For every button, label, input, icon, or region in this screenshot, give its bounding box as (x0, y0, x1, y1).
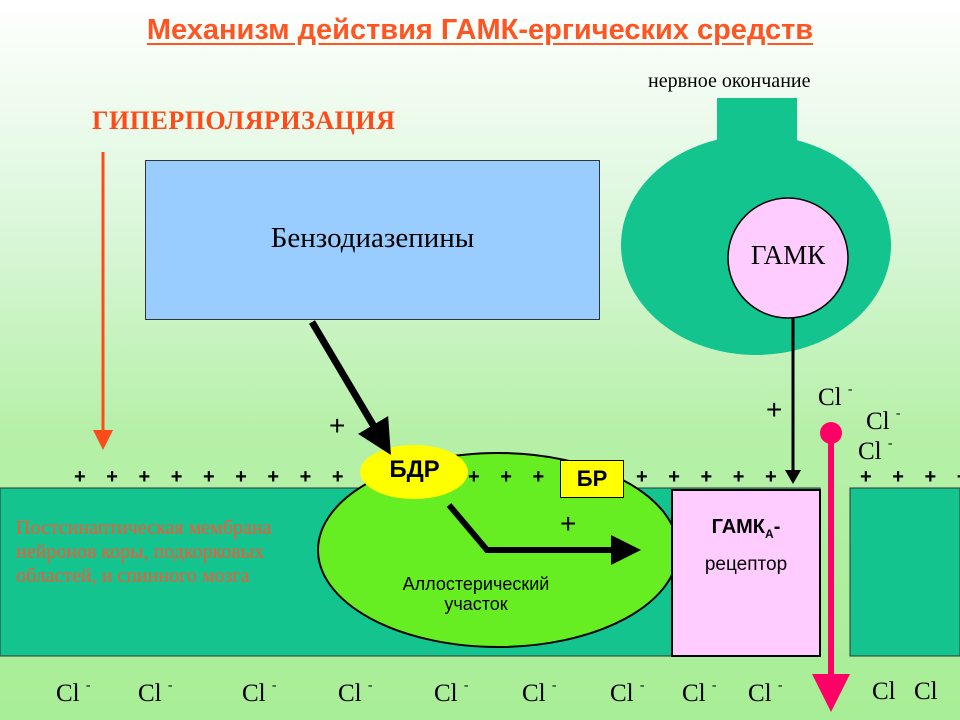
hyperpolarization-label: ГИПЕРПОЛЯРИЗАЦИЯ (92, 106, 396, 135)
receptor-title-dash: - (773, 516, 781, 538)
bdr-label: БДР (389, 456, 440, 483)
receptor-title-subscript: А (765, 527, 774, 541)
charges-right: + + + + + + + + + + + + + + + + + + + + … (636, 466, 786, 488)
gaba-to-receptor-arrow-head (785, 470, 801, 484)
gaba-label: ГАМК (750, 240, 826, 270)
allosteric-label: Аллостерический участок (376, 574, 576, 614)
gaba-circle (727, 197, 849, 319)
receptor-title-main: ГАМК (711, 516, 766, 538)
benzo-to-bdr-arrow (308, 320, 391, 456)
membrane-description: Постсинаптическая мембрана нейронов коры… (16, 517, 272, 587)
cl-ion-bottom-1: Cl - (56, 678, 91, 707)
cl-ion-bottom-3: Cl - (242, 678, 277, 707)
charges-mid: + + + + + + + + + + + + + + + + + + + + … (468, 466, 558, 488)
nerve-ending-label: нервное окончание (648, 70, 811, 92)
cl-ion-bottom-4: Cl - (338, 678, 373, 707)
cl-ion-top-2: Cl - (866, 406, 901, 435)
plus-bdr: + (560, 508, 577, 539)
receptor-title: ГАМКА- (672, 516, 820, 541)
cl-ion-bottom-6: Cl - (522, 678, 557, 707)
bdr-to-receptor-arrow (446, 503, 641, 565)
allosteric-label-line2: участок (444, 594, 508, 614)
hyperpolarization-arrow-head (93, 430, 113, 450)
benzodiazepines-box (145, 160, 600, 320)
page-title: Механизм действия ГАМК-ергических средст… (146, 14, 814, 46)
plus-benzo: + (329, 410, 346, 441)
membrane-right (849, 487, 960, 657)
cl-ion-bottom-11: Cl (914, 678, 938, 705)
bdr-ellipse (360, 445, 468, 499)
charges-left-clip: + + + + + + + + + + + + + + + + + + + + … (74, 0, 360, 720)
plus-gaba: + (766, 394, 783, 425)
br-box: БР (560, 460, 624, 498)
benzodiazepines-label: Бензодиазепины (270, 222, 475, 254)
gaba-a-receptor (671, 489, 821, 657)
cl-ion-top-3: Cl - (858, 436, 893, 465)
charges-far-right: + + + + + + + + + + + + + + + + + + + + … (860, 466, 960, 488)
cl-ion-bottom-5: Cl - (434, 678, 469, 707)
charges-mid-clip: + + + + + + + + + + + + + + + + + + + + … (468, 0, 558, 720)
cl-ion-bottom-8: Cl - (682, 678, 717, 707)
charges-right-clip: + + + + + + + + + + + + + + + + + + + + … (636, 0, 786, 720)
cl-ion-bottom-9: Cl - (748, 678, 783, 707)
charges-far-clip: + + + + + + + + + + + + + + + + + + + + … (860, 0, 960, 720)
cl-ion-top-1: Cl - (818, 382, 853, 411)
cl-ion-bottom-2: Cl - (138, 678, 173, 707)
charges-left: + + + + + + + + + + + + + + + + + + + + … (74, 466, 360, 488)
chloride-channel-head (812, 674, 850, 712)
allosteric-label-line1: Аллостерический (402, 574, 550, 594)
cl-ion-bottom-10: Cl (872, 678, 896, 705)
cl-ion-bottom-7: Cl - (610, 678, 645, 707)
receptor-subtitle: рецептор (704, 554, 788, 575)
